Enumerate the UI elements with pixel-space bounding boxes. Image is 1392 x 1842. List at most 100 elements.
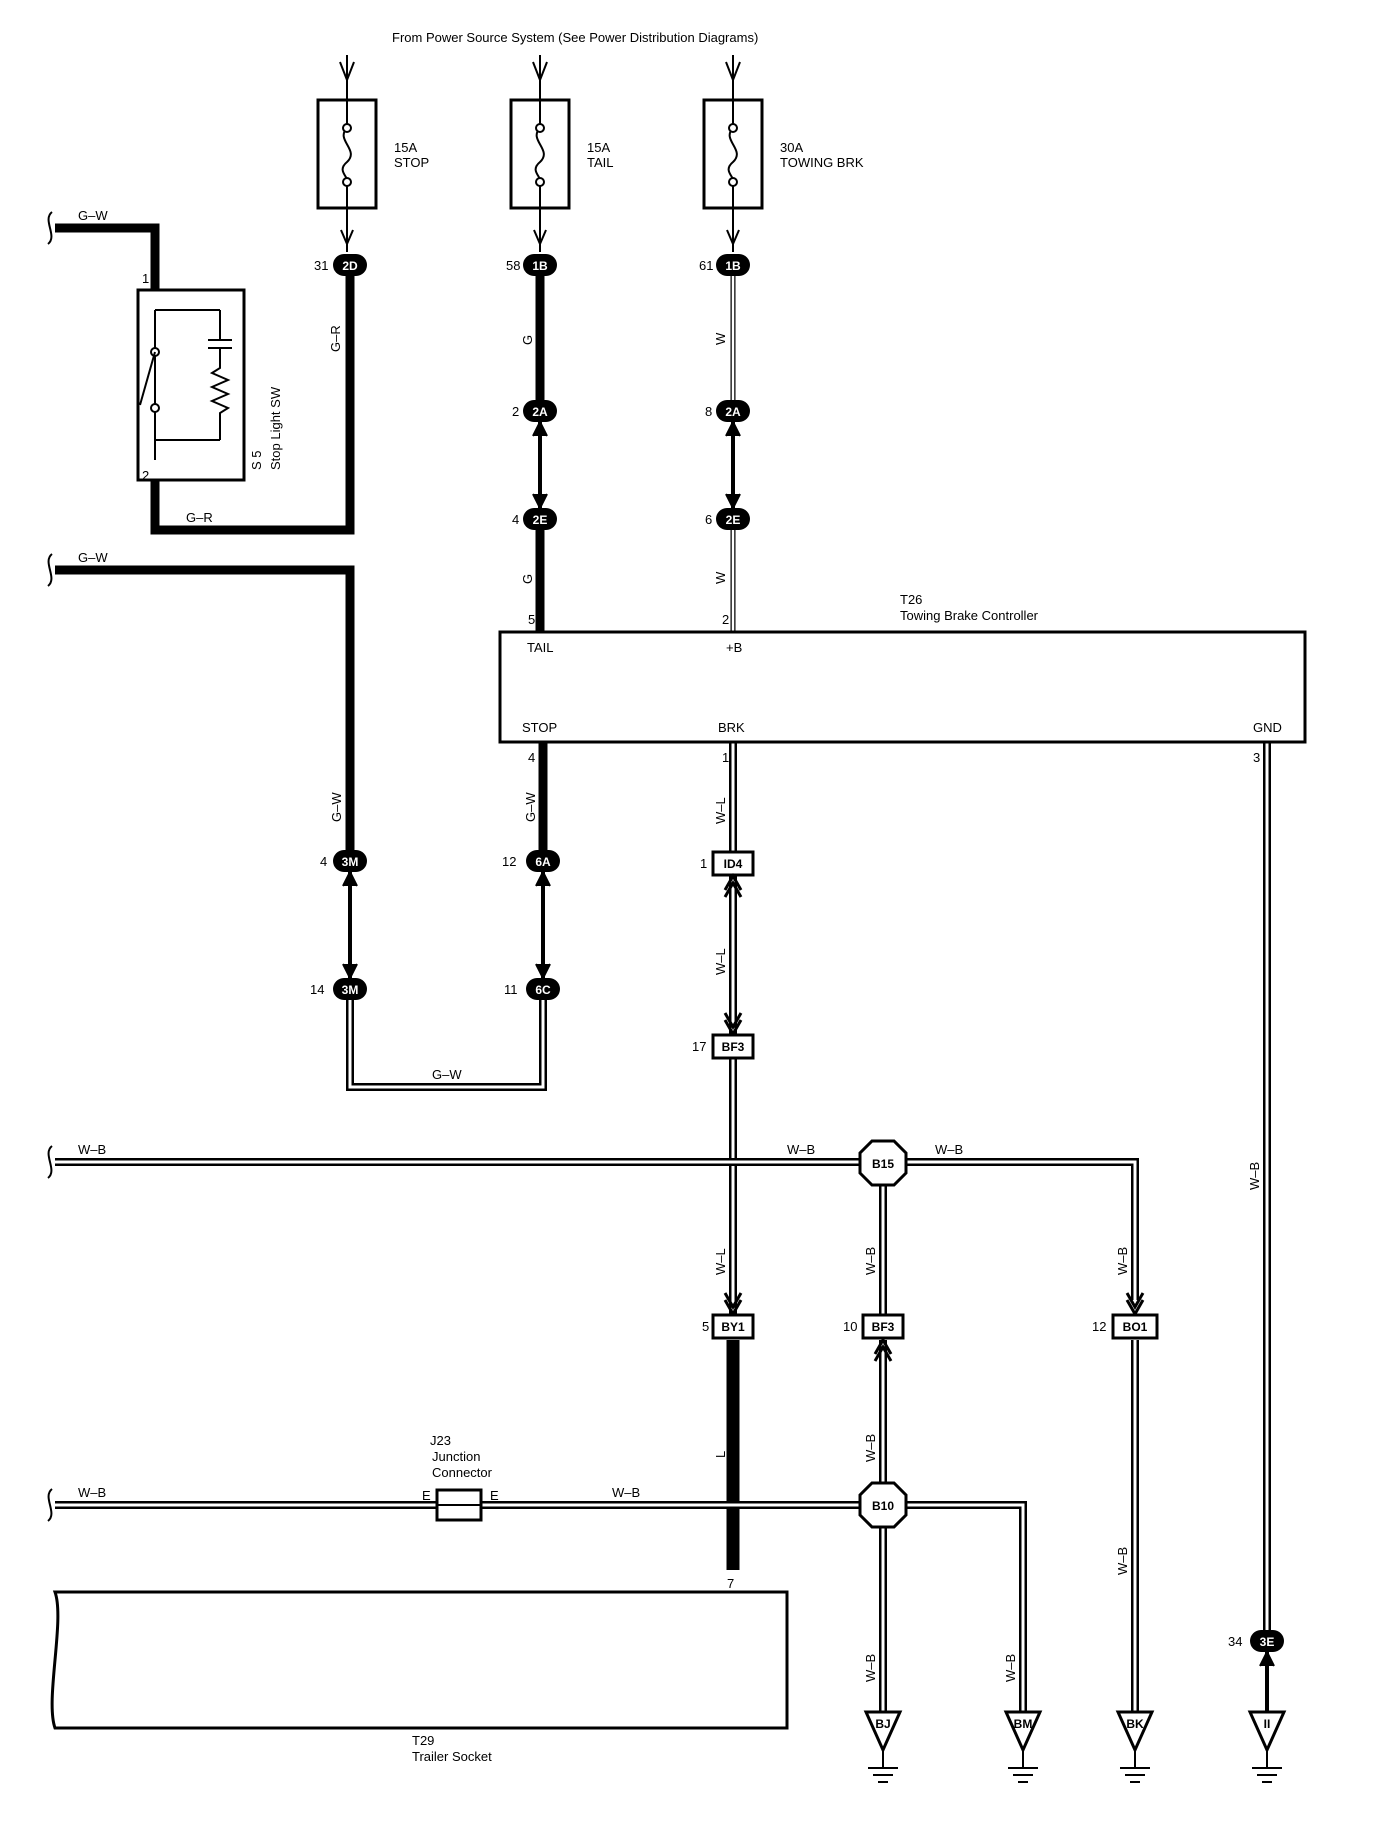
header-text: From Power Source System (See Power Dist…: [392, 30, 758, 45]
conn-6c-pin: 11: [504, 982, 518, 997]
wire-gw-top: [55, 223, 160, 290]
junction-pin-right: E: [490, 1488, 499, 1503]
socket-pin: 7: [727, 1576, 734, 1591]
fuse-tail: 15A TAIL: [509, 98, 614, 210]
fuse-tail-rating: 15A: [587, 140, 610, 155]
conn-6a-code: 6A: [535, 855, 551, 869]
svg-text:B15: B15: [872, 1157, 894, 1171]
label-wb-10: W–B: [1115, 1547, 1130, 1575]
conn-2e-tail-pin: 4: [512, 512, 519, 527]
svg-text:BM: BM: [1014, 1717, 1033, 1731]
conn-bo1-pin: 12: [1092, 1319, 1106, 1334]
label-wl-3: W–L: [713, 1248, 728, 1275]
controller-stop-label: STOP: [522, 720, 557, 735]
fuse-tail-name: TAIL: [587, 155, 614, 170]
fuse-towing-brk-rating: 30A: [780, 140, 803, 155]
conn-3m-top-pin: 4: [320, 854, 327, 869]
conn-1b-brk-pin: 61: [699, 258, 713, 273]
towing-brake-controller: T26 Towing Brake Controller 5 TAIL 2 +B …: [498, 592, 1307, 765]
conn-1b-tail-code: 1B: [532, 259, 548, 273]
label-wb-7: W–B: [863, 1434, 878, 1462]
label-wb-2: W–B: [787, 1142, 815, 1157]
trailer-socket: 7 T29 Trailer Socket: [50, 1576, 789, 1764]
label-wb-4: W–B: [863, 1247, 878, 1275]
wire-gw-mid: [55, 565, 355, 850]
controller-b-label: +B: [726, 640, 742, 655]
junction-line1: Junction: [432, 1449, 480, 1464]
label-wb-9: W–B: [612, 1485, 640, 1500]
controller-tail-label: TAIL: [527, 640, 554, 655]
fuse-stop-name: STOP: [394, 155, 429, 170]
conn-bf3-top-code: BF3: [722, 1040, 745, 1054]
fuse-stop: 15A STOP: [316, 98, 429, 210]
switch-id: S 5: [249, 450, 264, 470]
conn-3m-bot-code: 3M: [342, 983, 359, 997]
wire-wb-b15: [55, 1158, 1139, 1300]
controller-brk-label: BRK: [718, 720, 745, 735]
switch-pin-1: 1: [142, 271, 149, 286]
conn-2d-pin: 31: [314, 258, 328, 273]
oval-connectors: 2D 31 1B 58 1B 61 2A 2 2A 8 2E 4 2E 6 3M…: [310, 254, 1284, 1652]
ground-bk: BK: [1115, 1710, 1155, 1783]
socket-id: T29: [412, 1733, 434, 1748]
ground-ii: II: [1247, 1710, 1287, 1783]
conn-2d-code: 2D: [342, 259, 358, 273]
conn-bf3-top-pin: 17: [692, 1039, 706, 1054]
svg-text:B10: B10: [872, 1499, 894, 1513]
controller-b-pin: 2: [722, 612, 729, 627]
wire-labels: G–W G–R G–R G W G W G–W G–W G–W G–W W–L …: [78, 208, 1262, 1682]
controller-brk-pin: 1: [722, 750, 729, 765]
conn-6c-code: 6C: [535, 983, 551, 997]
svg-text:BJ: BJ: [875, 1717, 890, 1731]
label-w-2: W: [713, 571, 728, 584]
fuse-output-arrows: [340, 208, 740, 252]
wire-gr: [150, 265, 355, 535]
label-wl-1: W–L: [713, 797, 728, 824]
switch-name: Stop Light SW: [268, 386, 283, 470]
label-wb-12: W–B: [1003, 1654, 1018, 1682]
label-wl-2: W–L: [713, 948, 728, 975]
conn-id4-pin: 1: [700, 856, 707, 871]
conn-3m-bot-pin: 14: [310, 982, 324, 997]
svg-text:II: II: [1264, 1717, 1271, 1731]
junction-pin-left: E: [422, 1488, 431, 1503]
ground-bj: BJ: [863, 1710, 903, 1783]
label-gw-1: G–W: [78, 208, 108, 223]
label-gw-2: G–W: [78, 550, 108, 565]
conn-2a-brk-pin: 8: [705, 404, 712, 419]
socket-name: Trailer Socket: [412, 1749, 492, 1764]
wire-ends: [47, 211, 53, 1522]
controller-gnd-pin: 3: [1253, 750, 1260, 765]
label-gr-horiz: G–R: [186, 510, 213, 525]
label-gw-5: G–W: [432, 1067, 462, 1082]
rect-connectors: ID4 1 BF3 17 BY1 5 BF3 10 BO1 12: [692, 850, 1159, 1362]
switch-pin-2: 2: [142, 468, 149, 483]
label-wb-6: W–B: [1247, 1162, 1262, 1190]
ground-bm: BM: [1003, 1710, 1043, 1783]
fuse-stop-rating: 15A: [394, 140, 417, 155]
conn-3e-pin: 34: [1228, 1634, 1242, 1649]
label-gw-3: G–W: [329, 792, 344, 822]
conn-3e-code: 3E: [1260, 1635, 1275, 1649]
junction-line2: Connector: [432, 1465, 493, 1480]
conn-2e-brk-code: 2E: [726, 513, 741, 527]
junction-id: J23: [430, 1433, 451, 1448]
conn-6a-pin: 12: [502, 854, 516, 869]
label-gw-4: G–W: [523, 792, 538, 822]
label-wb-11: W–B: [863, 1654, 878, 1682]
label-l: L: [713, 1451, 728, 1458]
fuse-towing-brk: 30A TOWING BRK: [702, 98, 864, 210]
label-w-1: W: [713, 332, 728, 345]
conn-2e-brk-pin: 6: [705, 512, 712, 527]
label-wb-8: W–B: [78, 1485, 106, 1500]
conn-by1-code: BY1: [721, 1320, 745, 1334]
conn-bo1-code: BO1: [1123, 1320, 1148, 1334]
conn-1b-tail-pin: 58: [506, 258, 520, 273]
conn-by1-pin: 5: [702, 1319, 709, 1334]
junction-connector: J23 Junction Connector E E: [422, 1433, 499, 1522]
conn-1b-brk-code: 1B: [725, 259, 741, 273]
conn-3m-top-code: 3M: [342, 855, 359, 869]
label-gr-vert: G–R: [328, 325, 343, 352]
conn-2e-tail-code: 2E: [533, 513, 548, 527]
